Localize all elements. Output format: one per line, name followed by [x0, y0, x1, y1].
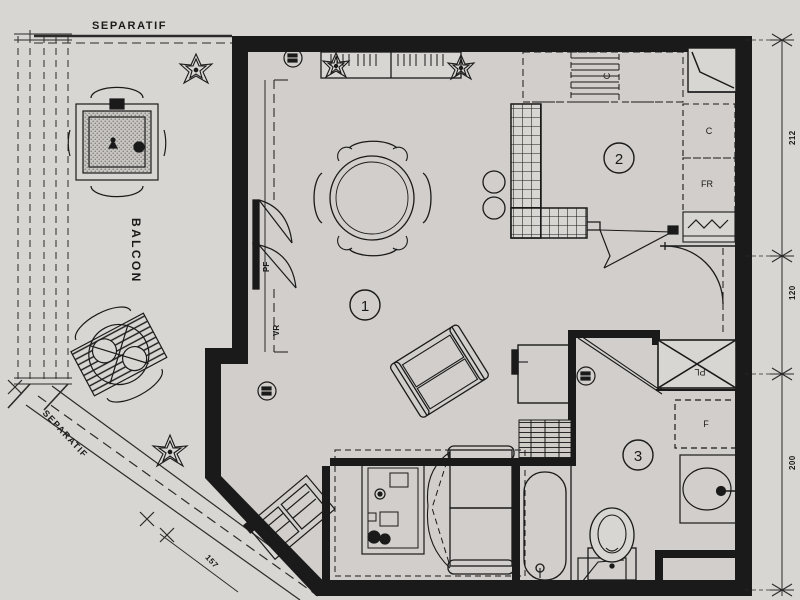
room-number-1: 1	[361, 298, 369, 315]
room-number-text: 1 2 3	[361, 151, 642, 465]
sofa-lounge	[426, 445, 515, 575]
radiator-markers	[257, 48, 596, 401]
balcony-table-bottom	[70, 306, 168, 403]
plant-icon-top-right	[446, 53, 476, 81]
kitchen-upper-cabinets	[522, 51, 684, 103]
plant-icon-balcony-bottom	[151, 433, 189, 468]
kitchen-door	[599, 225, 679, 269]
separatif-diagonal-line	[7, 379, 331, 600]
plant-icon-top-left	[321, 51, 351, 79]
kitchen-appliance-niches	[682, 103, 736, 243]
room-number-3: 3	[634, 448, 642, 465]
armchair-set	[389, 324, 489, 418]
separatif-top-line	[34, 34, 232, 44]
bed-with-nightstands	[334, 449, 526, 577]
kitchen-window-corner	[687, 47, 737, 93]
balcony-lounger	[243, 474, 336, 561]
plant-icon-balcony-top	[178, 52, 214, 85]
equipment-text-labels: C FR C PL F	[602, 72, 713, 429]
dimension-diagonal-lower	[159, 533, 239, 593]
cuisiniere-label: C	[706, 126, 713, 136]
f-label: F	[703, 419, 709, 429]
dimension-chain-right	[745, 33, 794, 597]
refrigerateur-label: FR	[701, 179, 713, 189]
dining-table-set	[313, 140, 432, 257]
bathroom-tile-strip	[518, 419, 572, 459]
hotte-label: C	[602, 72, 612, 79]
sink-basin	[679, 454, 739, 524]
balcony-table-top	[67, 86, 167, 198]
water-heater-unit	[511, 344, 571, 404]
room-number-circles	[349, 142, 654, 471]
toilet	[587, 507, 637, 581]
entry-door-swing	[660, 242, 749, 336]
placard-label: PL	[694, 367, 705, 377]
closet-pl	[656, 339, 738, 391]
closet-f	[674, 399, 738, 449]
balcony-railing	[7, 30, 72, 411]
room-number-2: 2	[615, 151, 623, 168]
kitchen-counter	[482, 103, 601, 239]
door-balcony-pf	[252, 79, 297, 353]
bathtub	[518, 461, 572, 585]
interior-floor-fill	[205, 36, 745, 595]
